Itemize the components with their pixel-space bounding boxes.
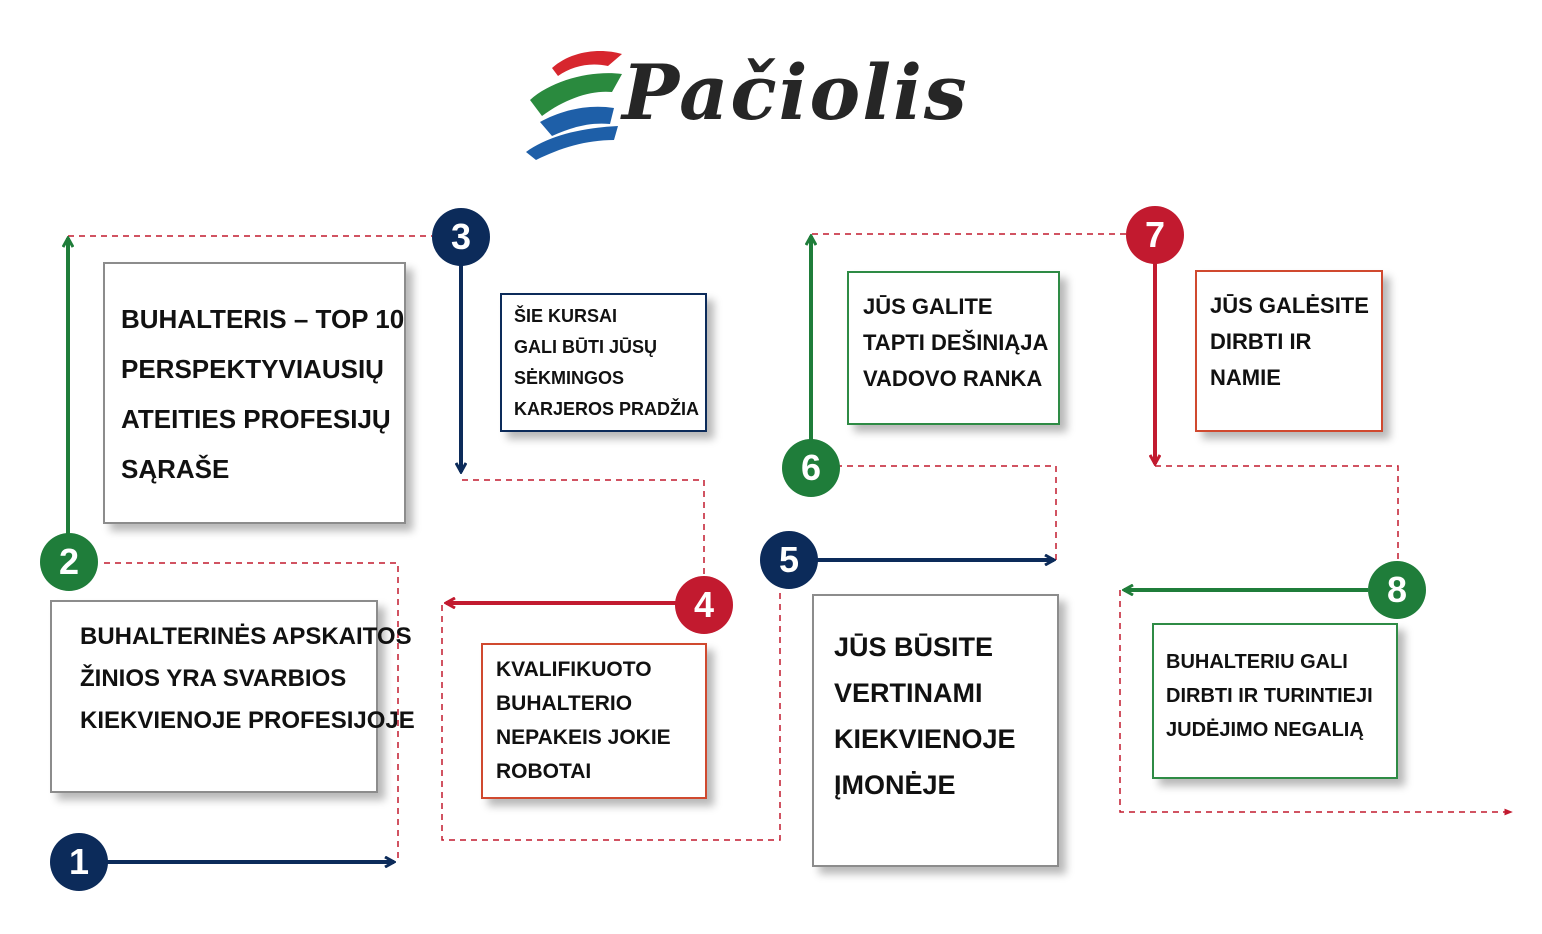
box-line: ROBOTAI <box>496 760 592 783</box>
box-line: VADOVO RANKA <box>863 366 1043 391</box>
logo-mark <box>526 50 622 160</box>
text-box-step-4: ŠIE KURSAI GALI BŪTI JŪSŲ SĖKMINGOS KARJ… <box>500 293 707 432</box>
box-line: DIRBTI IR TURINTIEJI <box>1166 685 1373 707</box>
box-line: KIEKVIENOJE PROFESIJOJE <box>80 707 415 734</box>
text-box-step-6: JŪS BŪSITE VERTINAMI KIEKVIENOJE ĮMONĖJE <box>812 594 1059 867</box>
text-box-step-5: KVALIFIKUOTO BUHALTERIO NEPAKEIS JOKIE R… <box>481 643 707 799</box>
box-line: JŪS GALITE <box>863 294 993 319</box>
box-line: PERSPEKTYVIAUSIŲ <box>121 354 384 384</box>
paciolis-logo: Pačiolis <box>522 40 1002 160</box>
box-line: KVALIFIKUOTO <box>496 658 652 681</box>
box-line: DIRBTI IR <box>1210 329 1312 354</box>
box-line: ATEITIES PROFESIJŲ <box>121 404 391 434</box>
dashed-connectors <box>68 233 1513 858</box>
step-badge-6: 6 <box>782 439 840 497</box>
box-line: ŽINIOS YRA SVARBIOS <box>80 665 347 692</box>
step-badge-1: 1 <box>50 833 108 891</box>
box-line: ŠIE KURSAI <box>514 306 618 326</box>
connector-3-4 <box>462 479 705 576</box>
box-line: TAPTI DEŠINIĄJA <box>863 330 1049 355</box>
step-badge-5: 5 <box>760 531 818 589</box>
box-line: JUDĖJIMO NEGALIĄ <box>1166 719 1364 741</box>
box-line: VERTINAMI <box>834 678 983 708</box>
step-badge-3: 3 <box>432 208 490 266</box>
step-badge-7: 7 <box>1126 206 1184 264</box>
box-line: BUHALTERIU GALI <box>1166 651 1348 673</box>
box-line: GALI BŪTI JŪSŲ <box>514 337 658 357</box>
step-badge-4: 4 <box>675 576 733 634</box>
connector-4-5 <box>441 590 781 841</box>
box-line: ĮMONĖJE <box>834 770 956 800</box>
step-badge-8: 8 <box>1368 561 1426 619</box>
box-line: NAMIE <box>1210 365 1281 390</box>
text-box-step-8: JŪS GALĖSITE DIRBTI IR NAMIE <box>1195 270 1383 432</box>
text-box-final: BUHALTERIU GALI DIRBTI IR TURINTIEJI JUD… <box>1152 623 1398 779</box>
box-line: BUHALTERIO <box>496 692 633 715</box>
box-line: KIEKVIENOJE <box>834 724 1016 754</box>
box-line: JŪS GALĖSITE <box>1210 293 1369 318</box>
box-line: SĄRAŠE <box>121 454 230 484</box>
connector-5-6 <box>838 465 1057 560</box>
box-line: SĖKMINGOS <box>514 368 625 388</box>
text-box-step-2: BUHALTERINĖS APSKAITOS ŽINIOS YRA SVARBI… <box>50 600 415 793</box>
step-badge-2: 2 <box>40 533 98 591</box>
logo-wordmark: Pačiolis <box>622 48 969 137</box>
box-line: NEPAKEIS JOKIE <box>496 726 671 749</box>
connector-8-end <box>1119 590 1513 816</box>
box-line: BUHALTERIS – TOP 10 <box>121 304 405 334</box>
text-box-step-3: BUHALTERIS – TOP 10 PERSPEKTYVIAUSIŲ ATE… <box>103 262 406 524</box>
box-line: KARJEROS PRADŽIA <box>514 399 700 419</box>
connector-7-8 <box>1155 465 1399 562</box>
box-line: BUHALTERINĖS APSKAITOS <box>80 623 412 650</box>
text-box-step-7: JŪS GALITE TAPTI DEŠINIĄJA VADOVO RANKA <box>847 271 1060 425</box>
box-line: JŪS BŪSITE <box>834 632 994 662</box>
